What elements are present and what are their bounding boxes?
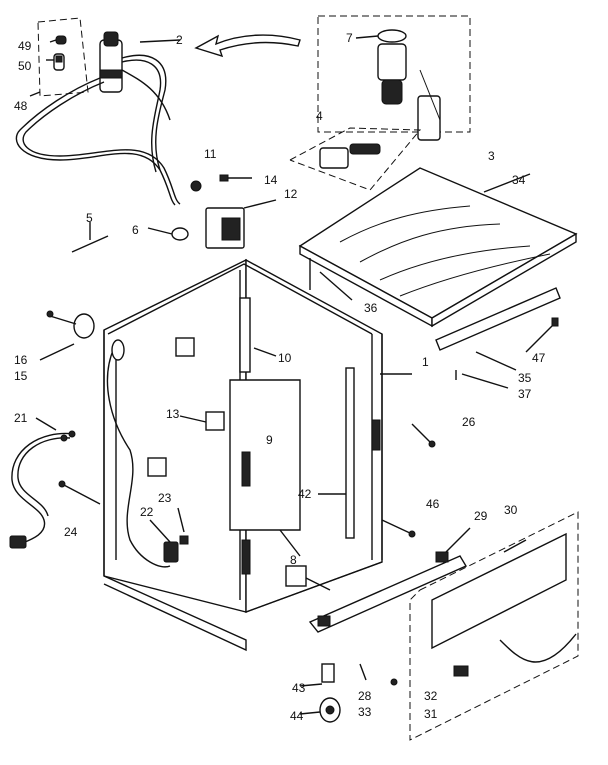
fill-hose [15,54,181,206]
toe-panel-inset [409,511,579,741]
callout-2: 2 [176,33,183,47]
grommet-11 [190,180,202,192]
screw-37 [455,370,509,389]
hose-clamp-6 [147,227,189,241]
callout-36: 36 [364,301,378,315]
callout-7: 7 [346,31,353,45]
screw-5 [71,222,109,253]
side-insulation-10 [239,297,277,373]
rinse-aid-dispenser-4 [289,127,422,191]
junction-box-22-23 [149,507,189,563]
callout-32: 32 [424,689,438,703]
callout-43: 43 [292,681,306,695]
callout-37: 37 [518,387,532,401]
screw-24 [58,480,101,505]
clips-9 [241,419,381,575]
callout-33: 33 [358,705,372,719]
callout-46: 46 [426,497,440,511]
callout-48: 48 [14,99,28,113]
power-cord-21 [9,417,76,549]
screw-46 [381,519,416,538]
washer-49 [49,35,67,45]
callout-15: 15 [14,369,28,383]
callout-21: 21 [14,411,28,425]
countertop-34 [298,167,578,328]
bottom-rail-29 [308,527,471,633]
callout-9: 9 [266,433,273,447]
water-valve [99,31,181,93]
caster-44 [299,697,341,723]
terminal-box-12 [205,199,277,249]
callout-11: 11 [204,147,217,161]
screen-50 [46,53,65,71]
callout-30: 30 [504,503,518,517]
screw-47 [525,317,559,353]
callout-10: 10 [278,351,292,365]
callout-16: 16 [14,353,28,367]
inlet-valve-inset [29,17,89,97]
callout-29: 29 [474,509,488,523]
callout-1: 1 [422,355,429,369]
callout-3: 3 [488,149,495,163]
callout-13: 13 [166,407,180,421]
dispenser-cap-7 [355,29,407,105]
callout-22: 22 [140,505,154,519]
callout-8: 8 [290,553,297,567]
callout-35: 35 [518,371,532,385]
rail-42 [318,367,355,539]
callout-26: 26 [462,415,476,429]
callout-14: 14 [264,173,278,187]
callout-44: 44 [290,709,304,723]
callout-5: 5 [86,211,93,225]
callout-12: 12 [284,187,298,201]
callout-50: 50 [18,59,32,73]
screw-14 [219,174,252,182]
callout-31: 31 [424,707,438,721]
callout-24: 24 [64,525,78,539]
callout-49: 49 [18,39,32,53]
callout-28: 28 [358,689,372,703]
callout-4: 4 [316,109,323,123]
callout-6: 6 [132,223,139,237]
callout-42: 42 [298,487,312,501]
insulation-panel-8 [229,379,301,557]
mounting-strip-35 [435,287,561,371]
callout-34: 34 [512,173,526,187]
dispenser-body [417,69,441,141]
direction-arrow [194,34,301,58]
callout-47: 47 [532,351,546,365]
callout-23: 23 [158,491,172,505]
screw-26 [411,423,436,448]
bracket-16-15 [39,310,95,361]
pads-13 [147,337,331,591]
leveling-leg-43 [299,663,335,687]
wiring-harness [106,339,171,568]
detergent-dispenser-inset [317,15,471,133]
screws-28-33 [359,663,398,686]
